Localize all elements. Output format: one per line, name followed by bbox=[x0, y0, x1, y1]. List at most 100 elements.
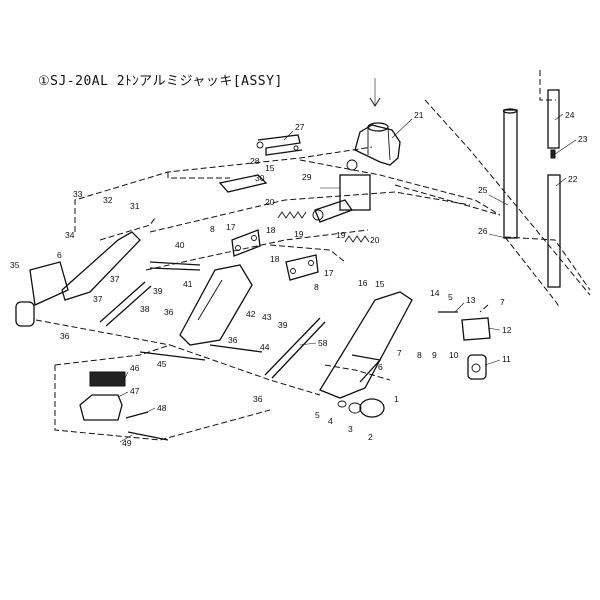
label-part-12: 12 bbox=[502, 325, 512, 335]
part-46-pad-insert bbox=[89, 371, 126, 387]
label-part-41: 41 bbox=[183, 279, 193, 289]
label-part-17: 17 bbox=[226, 222, 236, 232]
label-part-20b: 20 bbox=[370, 235, 380, 245]
label-part-6b: 6 bbox=[378, 362, 383, 372]
part-41-saddle-bracket bbox=[179, 264, 253, 346]
label-part-19: 19 bbox=[294, 229, 304, 239]
label-part-11: 11 bbox=[502, 354, 511, 364]
part-44-pin bbox=[209, 344, 263, 353]
part-40-rod bbox=[149, 261, 201, 271]
part-29-pump-cylinder bbox=[312, 159, 371, 223]
label-part-30: 30 bbox=[255, 173, 265, 183]
label-part-23: 23 bbox=[578, 134, 588, 144]
part-3-rear-wheel bbox=[359, 398, 385, 418]
part-24-handle-upper bbox=[547, 89, 560, 149]
part-20-spring-right bbox=[344, 235, 370, 243]
part-23-clip bbox=[550, 149, 556, 159]
label-part-39: 39 bbox=[153, 286, 163, 296]
label-part-34: 34 bbox=[65, 230, 75, 240]
label-part-39b: 39 bbox=[278, 320, 288, 330]
label-part-46: 46 bbox=[130, 363, 140, 373]
part-6-left-frame bbox=[15, 231, 141, 327]
part-6-right-frame bbox=[319, 291, 413, 399]
label-part-28: 28 bbox=[250, 156, 260, 166]
part-labels: 1 2 3 4 5 5 6 6 7 7 8 8 8 9 10 11 12 13 … bbox=[10, 110, 588, 448]
label-part-21: 21 bbox=[414, 110, 424, 120]
label-part-5b: 5 bbox=[448, 292, 453, 302]
label-part-27: 27 bbox=[295, 122, 305, 132]
part-21-pump-base bbox=[354, 122, 401, 166]
label-part-36d: 36 bbox=[253, 394, 263, 404]
label-part-6: 6 bbox=[57, 250, 62, 260]
label-part-36c: 36 bbox=[228, 335, 238, 345]
label-part-15b: 15 bbox=[375, 279, 385, 289]
part-48-pin bbox=[125, 411, 149, 419]
part-17-link-plate bbox=[231, 229, 261, 257]
label-part-22: 22 bbox=[568, 174, 578, 184]
label-part-36b: 36 bbox=[164, 307, 174, 317]
label-part-32: 32 bbox=[103, 195, 113, 205]
part-45-pin bbox=[139, 351, 206, 361]
label-part-25: 25 bbox=[478, 185, 488, 195]
label-part-49: 49 bbox=[122, 438, 132, 448]
label-part-37: 37 bbox=[110, 274, 120, 284]
label-part-37b: 37 bbox=[93, 294, 103, 304]
part-11-caster bbox=[467, 354, 487, 380]
label-part-7b: 7 bbox=[397, 348, 402, 358]
diagram-title: ①SJ-20AL 2ﾄﾝアルミジャッキ[ASSY] bbox=[38, 74, 283, 89]
label-part-15: 15 bbox=[265, 163, 275, 173]
part-25-handle-sleeve bbox=[502, 108, 518, 239]
part-58-link-arm bbox=[264, 317, 326, 379]
part-47-saddle-pad bbox=[79, 394, 123, 421]
part-22-handle-lower bbox=[547, 174, 561, 288]
label-part-24: 24 bbox=[565, 110, 575, 120]
label-part-19b: 19 bbox=[336, 230, 346, 240]
label-part-4: 4 bbox=[328, 416, 333, 426]
label-part-2: 2 bbox=[368, 432, 373, 442]
label-part-31: 31 bbox=[130, 201, 140, 211]
label-part-47: 47 bbox=[130, 386, 140, 396]
label-part-40: 40 bbox=[175, 240, 185, 250]
label-part-48: 48 bbox=[157, 403, 167, 413]
label-part-3: 3 bbox=[348, 424, 353, 434]
label-part-45: 45 bbox=[157, 359, 167, 369]
label-part-14: 14 bbox=[430, 288, 440, 298]
part-49-pin bbox=[127, 431, 169, 441]
label-part-43: 43 bbox=[262, 312, 272, 322]
label-part-36: 36 bbox=[60, 331, 70, 341]
label-part-26: 26 bbox=[478, 226, 488, 236]
label-part-16: 16 bbox=[358, 278, 368, 288]
part-17-link-plate-lower bbox=[285, 254, 319, 281]
part-4-washer bbox=[348, 402, 362, 414]
part-12-caster-plate bbox=[461, 317, 491, 341]
label-part-5: 5 bbox=[315, 410, 320, 420]
arrow-icon bbox=[369, 78, 381, 107]
label-part-44: 44 bbox=[260, 342, 270, 352]
label-part-8b: 8 bbox=[314, 282, 319, 292]
label-part-17b: 17 bbox=[324, 268, 334, 278]
part-27-handle-bracket bbox=[256, 134, 303, 156]
label-part-8: 8 bbox=[210, 224, 215, 234]
part-38-link-arm bbox=[99, 281, 152, 327]
label-part-18: 18 bbox=[266, 225, 276, 235]
part-20-spring-left bbox=[277, 211, 307, 219]
label-part-20: 20 bbox=[265, 197, 275, 207]
label-part-38: 38 bbox=[140, 304, 150, 314]
label-part-10: 10 bbox=[449, 350, 459, 360]
label-part-8c: 8 bbox=[417, 350, 422, 360]
part-5-washer bbox=[337, 400, 347, 408]
label-part-9: 9 bbox=[432, 350, 437, 360]
label-part-35: 35 bbox=[10, 260, 20, 270]
label-part-33: 33 bbox=[73, 189, 83, 199]
label-part-42: 42 bbox=[246, 309, 256, 319]
label-part-7: 7 bbox=[500, 297, 505, 307]
part-30-plate bbox=[218, 174, 268, 193]
label-part-29: 29 bbox=[302, 172, 312, 182]
leader-lines bbox=[117, 113, 577, 443]
label-part-58: 58 bbox=[318, 338, 328, 348]
label-part-18b: 18 bbox=[270, 254, 280, 264]
label-part-13: 13 bbox=[466, 295, 476, 305]
label-part-1: 1 bbox=[394, 394, 399, 404]
